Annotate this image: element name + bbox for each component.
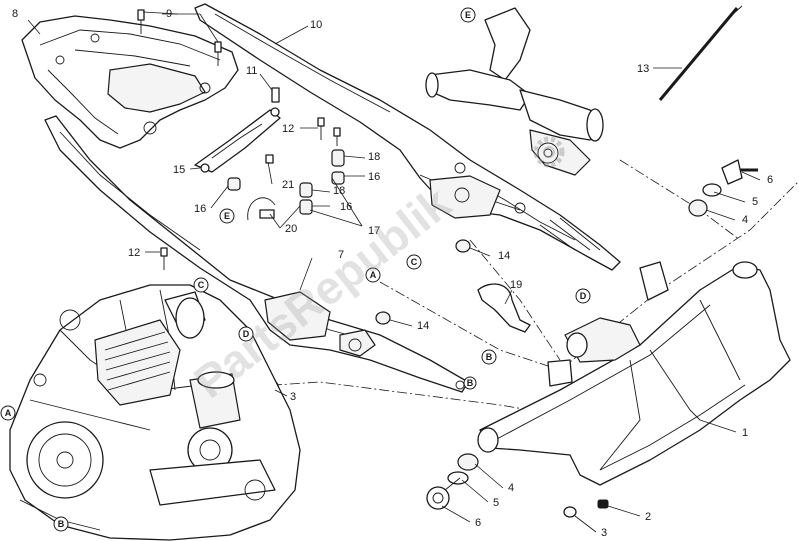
callout-11: 11 [246,65,257,77]
small-bolts [160,117,341,270]
callout-5b: 5 [493,497,499,509]
ref-marker-e2: E [219,208,235,224]
callout-13: 13 [637,63,649,75]
pivot-hardware-upper [688,159,758,217]
watermark-gear-icon [533,136,565,168]
callout-4b: 4 [508,482,514,494]
subframe-left-rail [44,115,469,393]
callout-18a: 18 [368,151,380,163]
svg-text:C: C [411,257,418,267]
ref-marker-e1: E [460,7,476,23]
svg-text:B: B [58,519,65,529]
exhaust-bracket [425,7,604,176]
ref-marker-d2: D [238,326,254,342]
svg-text:B: B [486,352,493,362]
callout-6b: 6 [475,517,481,529]
svg-text:D: D [580,291,587,301]
callout-1: 1 [742,427,748,439]
ref-marker-c1: C [406,254,422,270]
svg-text:B: B [467,378,474,388]
callout-14a: 14 [498,250,510,262]
callout-6a: 6 [767,174,773,186]
ref-marker-b3: B [463,376,477,390]
callout-8: 8 [12,8,18,20]
subframe-right-rail [194,3,621,271]
callout-19: 19 [510,279,522,291]
callout-18b: 18 [333,185,345,197]
ref-marker-a1: A [365,267,381,283]
svg-text:C: C [198,280,205,290]
callout-numbers: 8 9 10 11 12 13 15 21 18 16 18 16 16 17 … [12,8,773,539]
pivot-hardware-lower [426,453,479,510]
callout-17: 17 [368,225,380,237]
engine-block [9,284,301,541]
leader-lines [27,11,761,533]
ref-marker-a2: A [0,405,16,421]
svg-text:A: A [370,270,377,280]
ref-marker-c2: C [193,277,209,293]
callout-16a: 16 [368,171,380,183]
callout-3a: 3 [290,391,296,403]
callout-4a: 4 [742,214,748,226]
swingarm [477,261,791,486]
rubber-bushings [227,149,345,215]
callout-12b: 12 [128,247,140,259]
callout-2: 2 [645,511,651,523]
callout-16b: 16 [340,201,352,213]
ref-marker-b2: B [53,516,69,532]
ref-marker-d1: D [575,288,591,304]
callout-15: 15 [173,164,185,176]
callout-21: 21 [282,179,294,191]
ref-marker-b1: B [481,349,497,365]
callout-12a: 12 [282,123,294,135]
callout-7: 7 [338,249,344,261]
callout-20: 20 [285,223,297,235]
callout-16c: 16 [194,203,206,215]
svg-text:E: E [224,211,230,221]
callout-9: 9 [166,8,172,20]
svg-text:E: E [465,10,471,20]
cable-clip [247,197,276,221]
callout-14b: 14 [417,320,429,332]
callout-3b: 3 [601,527,607,539]
callout-5a: 5 [752,196,758,208]
callout-10: 10 [310,19,322,31]
clamp [477,283,531,333]
svg-text:A: A [5,408,12,418]
mount-bracket [194,87,281,173]
long-rod [658,5,743,101]
svg-text:D: D [243,329,250,339]
rear-luggage-rack [21,15,239,149]
